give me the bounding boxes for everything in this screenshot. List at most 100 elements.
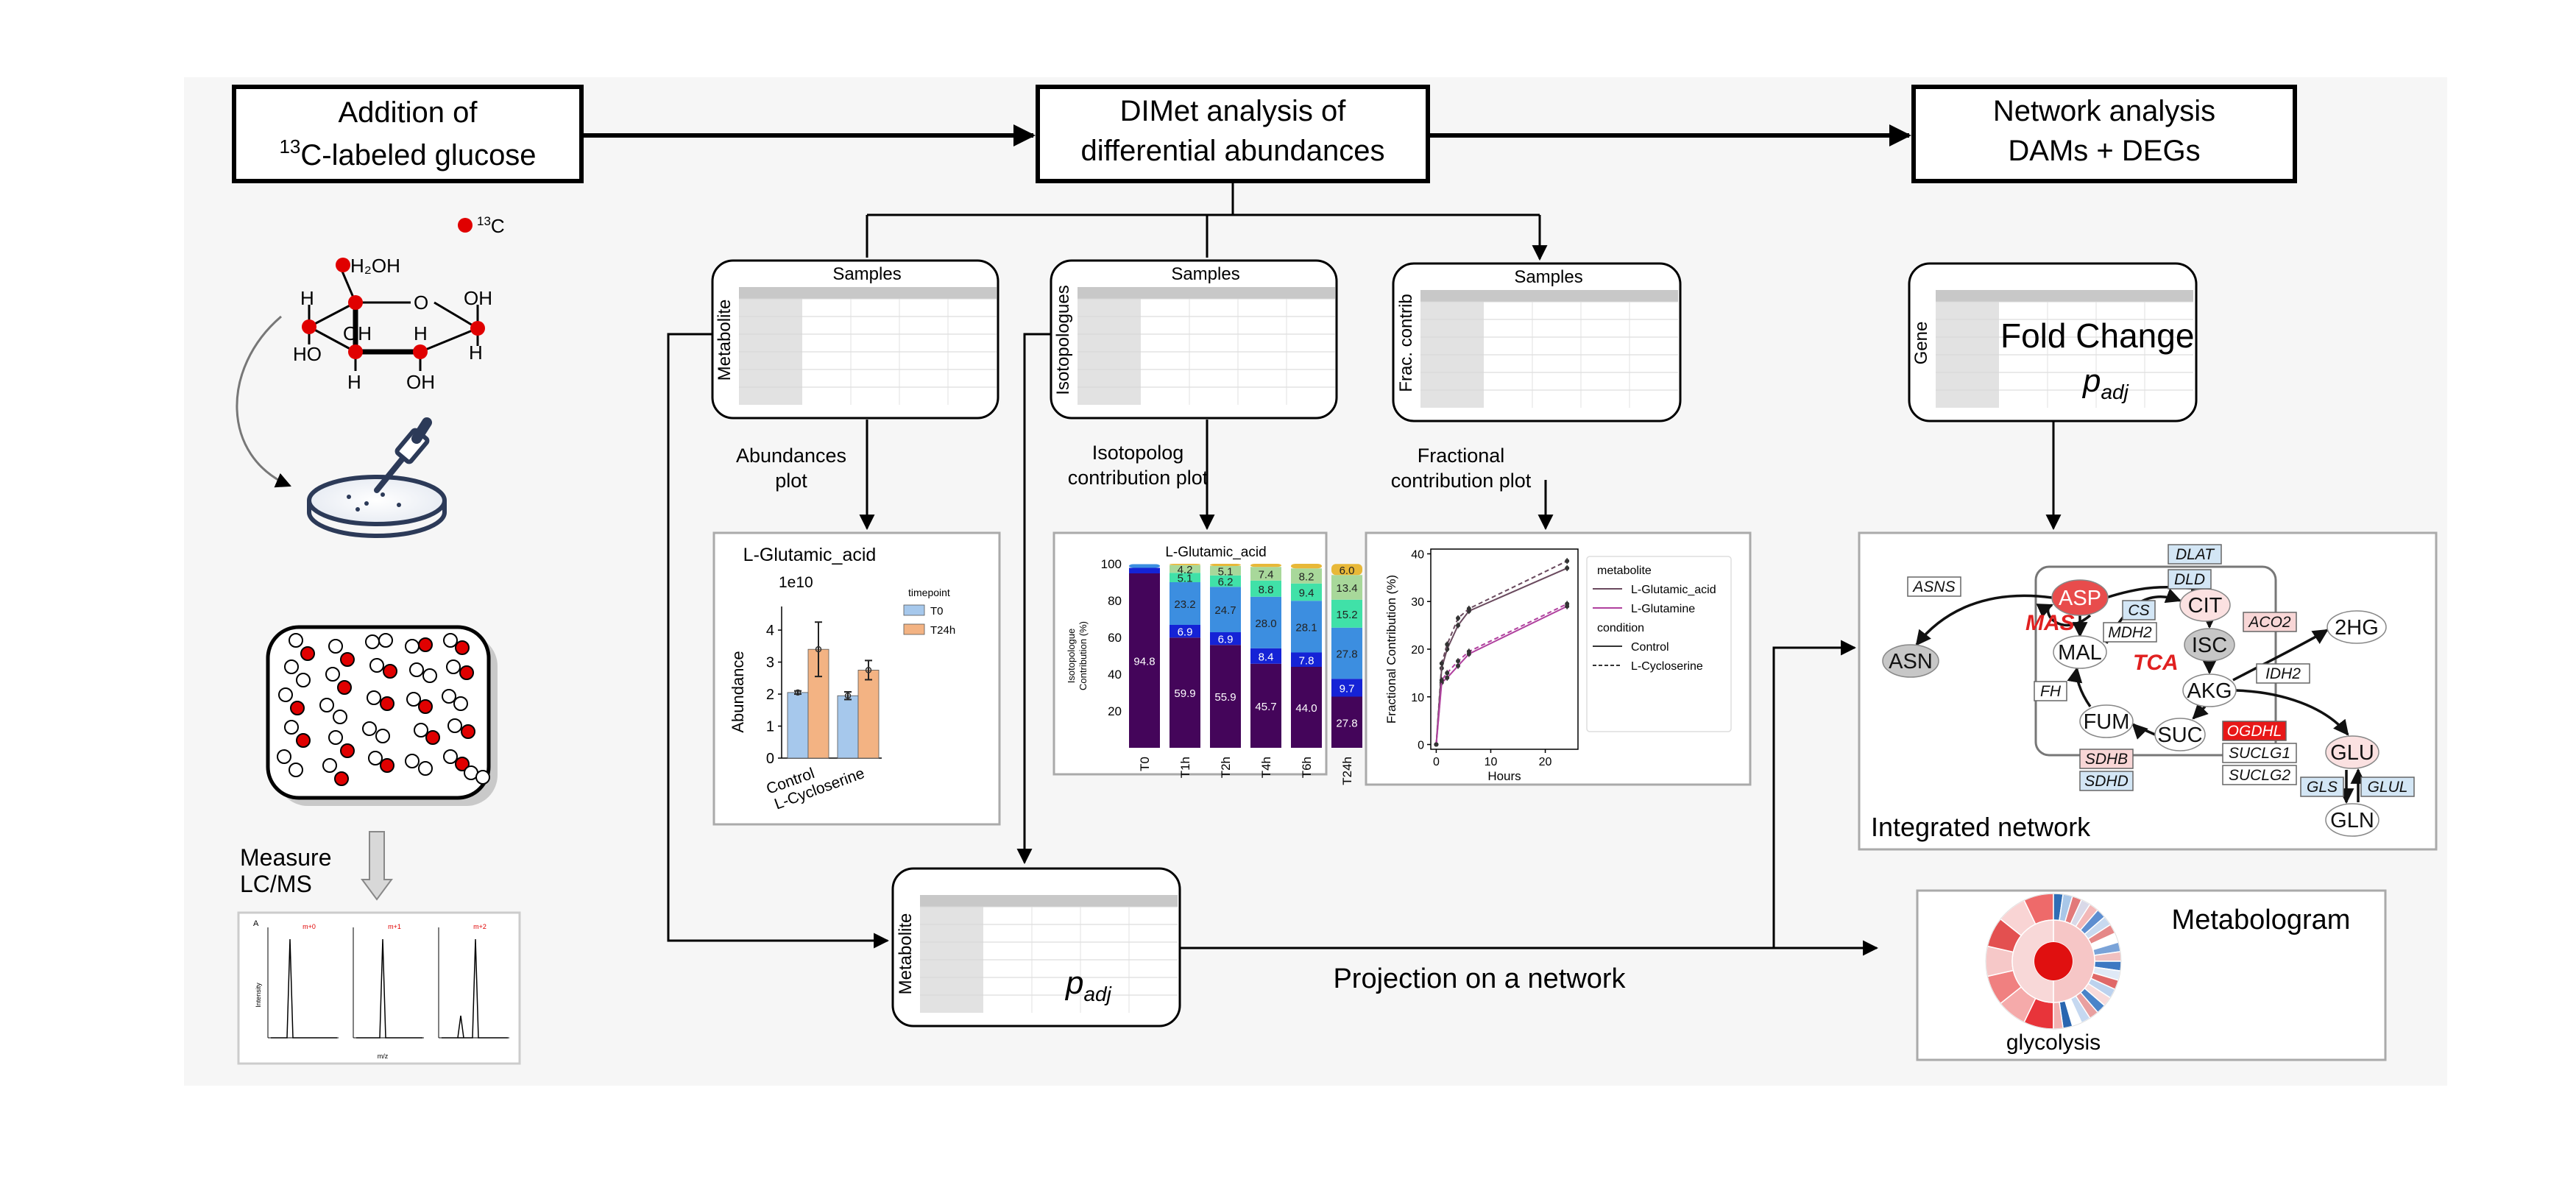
y-tick-label: 1 xyxy=(766,719,774,735)
padj-p: p xyxy=(1064,965,1083,1001)
carbon-atom-icon xyxy=(475,770,490,785)
step-1-line1: Addition of xyxy=(338,96,478,129)
c13-legend-dot xyxy=(458,218,473,233)
carbon-atom-icon xyxy=(277,749,291,764)
carbon-atom-icon xyxy=(383,664,397,679)
carbon-dot xyxy=(302,319,316,334)
carbon-atom-icon xyxy=(375,729,390,743)
label-oh: OH xyxy=(343,322,372,344)
legend-label: condition xyxy=(1597,622,1644,634)
down-arrow-icon xyxy=(361,831,393,901)
tca-label: TCA xyxy=(2133,651,2179,675)
carbon-atom-icon xyxy=(340,652,355,667)
label-h2oh: H₂OH xyxy=(350,255,400,277)
enzyme-label: ACO2 xyxy=(2247,614,2291,631)
y-tick-label: 100 xyxy=(1101,557,1122,571)
y-tick-label: 2 xyxy=(766,687,774,703)
stacked-bar-segment xyxy=(1129,564,1160,568)
y-tick-label: 40 xyxy=(1411,548,1424,561)
label-h: H xyxy=(469,342,483,364)
carbon-atom-icon xyxy=(289,633,303,648)
data-label: 5.1 xyxy=(1218,565,1234,578)
data-label: 6.0 xyxy=(1340,565,1355,577)
stacked-bar-segment xyxy=(1210,575,1241,587)
padj-sub: adj xyxy=(2101,381,2129,403)
enzyme-box-aco2 xyxy=(2243,612,2297,632)
stacked-bar-segment xyxy=(1291,583,1322,601)
legend-swatch xyxy=(903,604,925,616)
enzyme-label: SDHB xyxy=(2085,751,2128,768)
network-node-label: ASP xyxy=(2059,587,2101,610)
enzyme-label: MDH2 xyxy=(2108,624,2152,641)
label-h: H xyxy=(347,371,361,393)
carbon-atom-icon xyxy=(418,637,433,652)
stacked-bar-segment xyxy=(1170,573,1200,582)
enzyme-label: GLUL xyxy=(2368,779,2408,796)
data-label: 15.2 xyxy=(1336,609,1357,621)
carbon-atom-icon xyxy=(380,758,394,773)
label-ho: HO xyxy=(293,343,322,365)
carbon-dot xyxy=(470,321,485,336)
table-header-row xyxy=(1420,290,1678,302)
carbon-atom-icon xyxy=(405,754,420,768)
stacked-bar-segment xyxy=(1331,627,1362,679)
bar xyxy=(787,692,809,759)
isotopologue-table: Samples Isotopologues xyxy=(1050,259,1338,420)
stacked-bar-segment xyxy=(1250,596,1281,648)
network-edge xyxy=(2232,629,2329,682)
carbon-dot xyxy=(348,344,363,359)
carbon-atom-icon xyxy=(378,633,393,648)
y-axis-label: Abundance xyxy=(729,651,747,732)
carbon-atom-icon xyxy=(446,659,461,674)
table-header-row xyxy=(1078,287,1335,299)
carbon-atom-icon xyxy=(368,751,383,765)
enzyme-box-suclg1 xyxy=(2222,743,2297,763)
data-label: 9.7 xyxy=(1340,682,1355,695)
svg-text:13C-labeled glucose: 13C-labeled glucose xyxy=(279,135,536,171)
series-line xyxy=(1435,560,1568,745)
data-label: 27.8 xyxy=(1336,648,1357,661)
caption-isotopolog: Isotopolog xyxy=(1092,442,1184,464)
network-node-label: FUM xyxy=(2084,710,2130,734)
table-side-isotopologues: Isotopologues xyxy=(1053,285,1073,395)
data-point xyxy=(844,692,852,699)
stacked-bar-segment xyxy=(1170,625,1200,638)
carbon-atom-icon xyxy=(455,757,470,771)
c13-legend-sup: 13 xyxy=(477,214,491,228)
bar xyxy=(837,695,859,759)
y-tick-label: 60 xyxy=(1108,631,1122,645)
y-tick-label: 4 xyxy=(766,623,774,639)
carbon-dot xyxy=(348,295,363,310)
stacked-bar-segment xyxy=(1291,601,1322,653)
chart-title: L-Glutamic_acid xyxy=(743,545,877,565)
enzyme-box-dlat xyxy=(2168,544,2222,565)
stacked-bar-segment xyxy=(1250,564,1281,567)
carbon-atom-icon xyxy=(340,743,355,758)
metabologram-center xyxy=(2034,942,2073,980)
lcms-ylabel: Intensity xyxy=(255,983,262,1008)
step-1-line2: C-labeled glucose xyxy=(300,139,536,171)
enzyme-box-ogdhl xyxy=(2222,721,2287,741)
carbon-atom-icon xyxy=(328,639,343,654)
carbon-atom-icon xyxy=(453,696,468,711)
fractional-table: Samples Frac. contrib xyxy=(1392,262,1682,422)
stacked-bar-segment xyxy=(1129,567,1160,573)
padj-table: Metabolite padj xyxy=(891,867,1181,1027)
abundance-chart-frame xyxy=(712,531,1001,826)
legend-label: T24h xyxy=(930,624,955,637)
x-tick-label: T0 xyxy=(1138,757,1152,771)
y-tick-label: 0 xyxy=(766,751,774,767)
x-tick-label: T24h xyxy=(1340,757,1354,785)
carbon-atom-icon xyxy=(325,667,340,682)
spectrum-peak-label: m+2 xyxy=(473,923,486,930)
data-point xyxy=(794,689,802,696)
enzyme-label: SDHD xyxy=(2084,773,2129,790)
stacked-bar-segment xyxy=(1170,565,1200,573)
carbon-atom-icon xyxy=(334,771,349,786)
stacked-bar-segment xyxy=(1291,652,1322,667)
enzyme-box-glul xyxy=(2360,777,2415,797)
